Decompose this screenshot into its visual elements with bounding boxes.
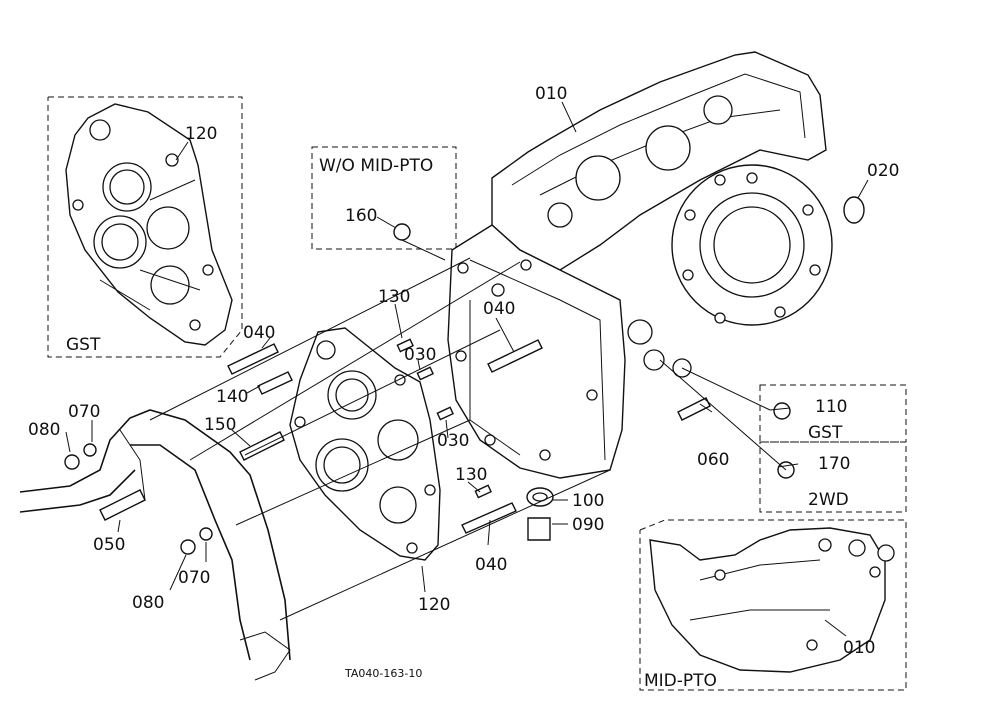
callout-070-a: 070 [68,402,100,422]
middle-cover-plate-drawing [289,327,441,561]
callout-160: 160 [345,206,377,226]
plug-160 [393,223,411,241]
gst-left-label: GST [66,335,101,355]
gst-left-box: GST [47,96,243,358]
gst-right-label: GST [808,423,843,443]
pin-130-b [474,484,492,499]
callout-labels: 010 020 120 160 130 030 040 040 140 150 … [28,84,899,680]
callout-130-a: 130 [378,287,410,307]
mid-pto-box: MID-PTO [639,519,907,691]
pin-030-b [436,406,454,421]
front-frame-drawing [19,409,291,681]
stud-040-c [461,502,517,534]
callout-040-b: 040 [243,323,275,343]
callout-150: 150 [204,415,236,435]
two-wd-label: 2WD [808,490,849,510]
callout-010-mid: 010 [843,638,875,658]
callout-030-a: 030 [404,345,436,365]
leader-lines [65,101,869,637]
wo-mid-pto-box: W/O MID-PTO [311,146,457,250]
callout-070-b: 070 [178,568,210,588]
nut-080-b [180,539,196,555]
mid-pto-case-drawing [649,527,895,673]
pin-030-a [416,366,434,381]
plug-110 [773,402,791,420]
gst-front-cover-drawing [65,103,233,346]
figure-code: TA040-163-10 [344,667,422,680]
callout-040-a: 040 [483,299,515,319]
callout-020: 020 [867,161,899,181]
washer-070-b [199,527,213,541]
pin-130-a [396,338,414,353]
bolt-050 [99,489,146,521]
callout-120-gst: 120 [185,124,217,144]
stud-040-a [227,343,279,375]
callout-090: 090 [572,515,604,535]
small-parts [64,196,865,555]
callout-110: 110 [815,397,847,417]
nut-080-a [64,454,80,470]
two-wd-box: 2WD [759,441,907,513]
callout-080-b: 080 [132,593,164,613]
wo-mid-pto-label: W/O MID-PTO [319,156,433,176]
transmission-case-drawing [447,51,833,479]
bolt-060 [677,397,711,421]
plug-090 [527,517,551,541]
stud-040-b [487,339,543,373]
callout-040-c: 040 [475,555,507,575]
callout-140: 140 [216,387,248,407]
bolt-150 [239,431,285,461]
callout-010-top: 010 [535,84,567,104]
callout-050: 050 [93,535,125,555]
callout-030-b: 030 [437,431,469,451]
callout-170: 170 [818,454,850,474]
callout-060: 060 [697,450,729,470]
bolt-140 [257,371,293,395]
washer-070-a [83,443,97,457]
callout-130-b: 130 [455,465,487,485]
callout-080-a: 080 [28,420,60,440]
mid-pto-label: MID-PTO [644,671,717,691]
callout-100: 100 [572,491,604,511]
plug-020 [843,196,865,224]
callout-120-main: 120 [418,595,450,615]
